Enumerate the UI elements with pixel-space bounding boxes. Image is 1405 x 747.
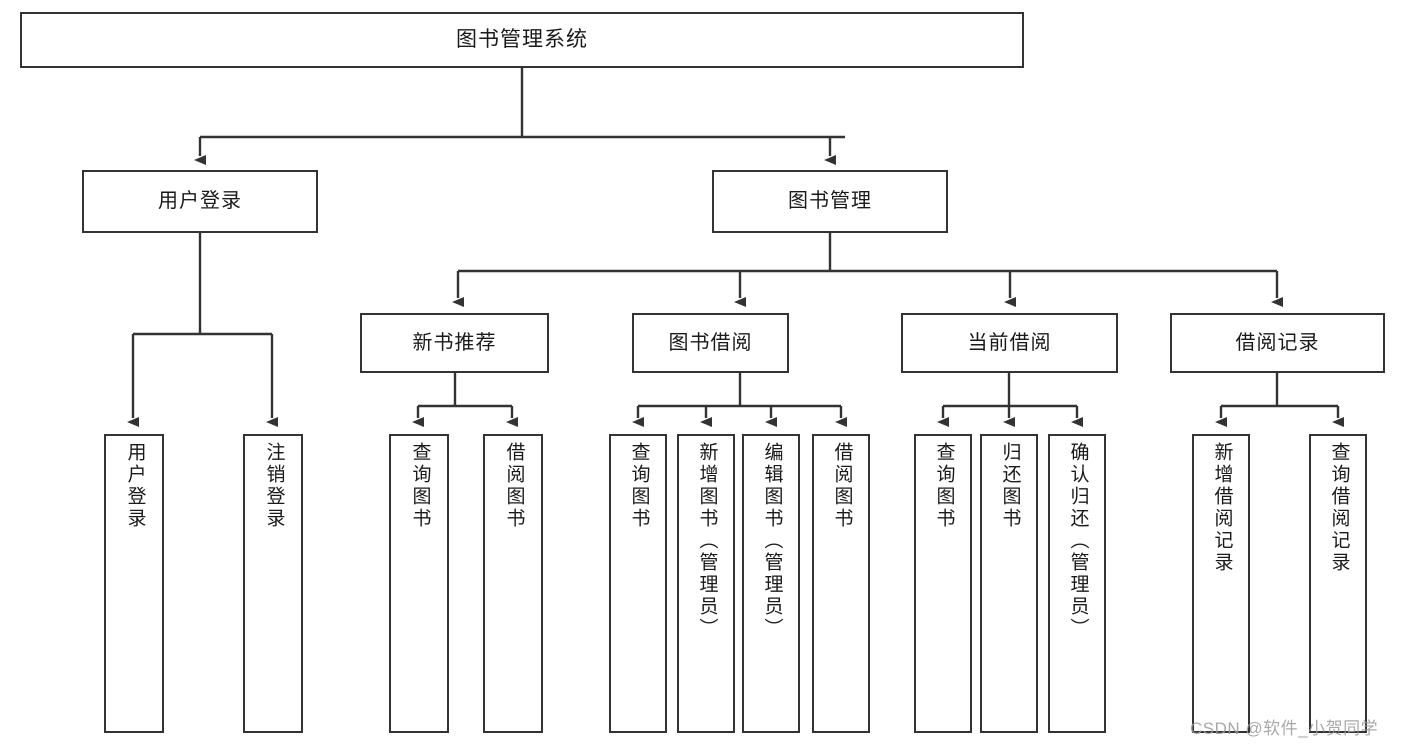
leaf-record-query-borrow-record[interactable]: 查询借阅记录 (1309, 434, 1367, 733)
node-label: 借阅记录 (1235, 331, 1320, 354)
node-label: 图书借阅 (668, 331, 753, 354)
node-label: 借阅图书 (503, 442, 525, 530)
node-label: 用户登录 (124, 442, 146, 530)
leaf-current-return-book[interactable]: 归还图书 (980, 434, 1038, 733)
node-book-borrow[interactable]: 图书借阅 (632, 313, 789, 373)
leaf-current-query-book[interactable]: 查询图书 (914, 434, 972, 733)
node-label: 用户登录 (158, 190, 242, 212)
leaf-record-add-borrow-record[interactable]: 新增借阅记录 (1192, 434, 1250, 733)
node-label: 查询图书 (628, 442, 650, 530)
watermark: CSDN @软件_小贺同学 (1190, 719, 1379, 738)
leaf-borrow-edit-book-admin[interactable]: 编辑图书（管理员） (742, 434, 800, 733)
node-new-book-recommend[interactable]: 新书推荐 (360, 313, 549, 373)
node-label: 归还图书 (999, 442, 1021, 530)
leaf-logout[interactable]: 注销登录 (243, 434, 303, 733)
node-label: 编辑图书（管理员） (761, 442, 783, 640)
node-user-login[interactable]: 用户登录 (82, 170, 318, 233)
node-current-borrow[interactable]: 当前借阅 (901, 313, 1118, 373)
node-label: 查询图书 (933, 442, 955, 530)
leaf-recommend-query-book[interactable]: 查询图书 (389, 434, 449, 733)
node-label: 图书管理系统 (456, 27, 588, 51)
leaf-current-confirm-return-admin[interactable]: 确认归还（管理员） (1048, 434, 1106, 733)
leaf-borrow-add-book-admin[interactable]: 新增图书（管理员） (677, 434, 735, 733)
node-label: 新书推荐 (412, 331, 497, 354)
leaf-user-login[interactable]: 用户登录 (104, 434, 164, 733)
node-label: 新增借阅记录 (1211, 442, 1233, 574)
node-label: 新增图书（管理员） (696, 442, 718, 640)
node-label: 借阅图书 (831, 442, 853, 530)
node-root-book-management-system[interactable]: 图书管理系统 (20, 12, 1024, 68)
leaf-recommend-borrow-book[interactable]: 借阅图书 (483, 434, 543, 733)
node-label: 确认归还（管理员） (1067, 442, 1089, 640)
node-borrow-record[interactable]: 借阅记录 (1170, 313, 1385, 373)
node-book-management[interactable]: 图书管理 (712, 170, 948, 233)
leaf-borrow-query-book[interactable]: 查询图书 (609, 434, 667, 733)
node-label: 注销登录 (263, 442, 285, 530)
node-label: 查询借阅记录 (1328, 442, 1350, 574)
node-label: 图书管理 (788, 190, 872, 212)
leaf-borrow-borrow-book[interactable]: 借阅图书 (812, 434, 870, 733)
node-label: 当前借阅 (967, 331, 1052, 354)
node-label: 查询图书 (409, 442, 431, 530)
